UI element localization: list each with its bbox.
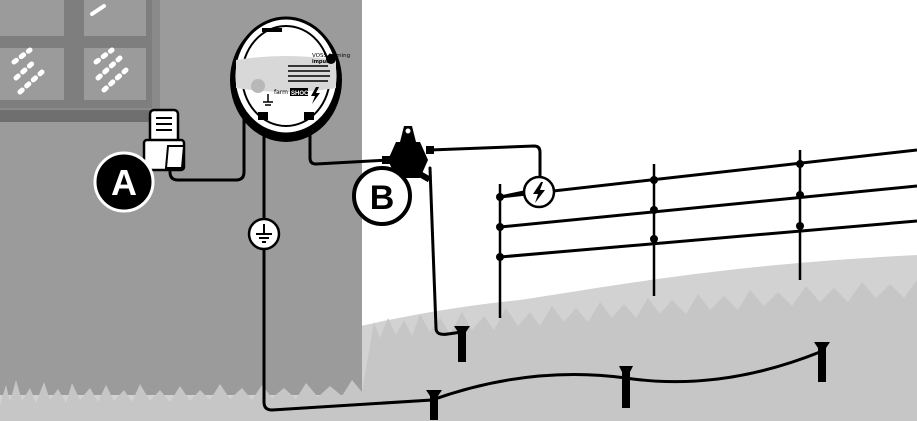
- ground-symbol-icon: [247, 217, 281, 251]
- callout-b: B: [352, 166, 412, 226]
- fence-wire-middle: [499, 184, 917, 229]
- model-name: farm: [274, 89, 288, 96]
- fence-wire-bottom: [499, 219, 917, 259]
- energizer-device: VOSS.farming impuls farm SHOCK: [230, 16, 350, 142]
- fence-terminal-lightning-icon: [311, 87, 320, 104]
- earth-terminal-icon: [263, 94, 273, 106]
- model-badge: SHOCK: [291, 91, 313, 97]
- lightning-bolt-icon: [522, 175, 556, 209]
- callout-a-label: A: [111, 162, 137, 203]
- ground-rods: [426, 326, 830, 420]
- callout-a: A: [93, 151, 155, 213]
- ground-rod-1: [426, 390, 442, 420]
- fence-posts: [498, 150, 802, 318]
- ground-rod-2: [619, 366, 633, 408]
- ground-rod-4: [454, 326, 470, 362]
- energizer-indicator-light: [251, 79, 265, 93]
- energizer-stripes: [288, 65, 330, 82]
- ground-rod-3: [814, 342, 830, 382]
- energizer-knob[interactable]: [326, 54, 336, 64]
- window: [0, 0, 170, 122]
- wall-socket: [142, 108, 186, 172]
- live-wiring: [168, 108, 542, 199]
- brand-line-2: impuls: [312, 59, 331, 65]
- wire-insulators: [496, 160, 804, 261]
- fence-wire-top: [499, 148, 917, 199]
- ground-wiring: [262, 116, 822, 412]
- callout-b-label: B: [370, 179, 395, 217]
- earth-terminal: [258, 112, 268, 120]
- fence-wires: [499, 148, 917, 259]
- junction-box: [382, 126, 434, 183]
- fence-terminal: [304, 112, 314, 120]
